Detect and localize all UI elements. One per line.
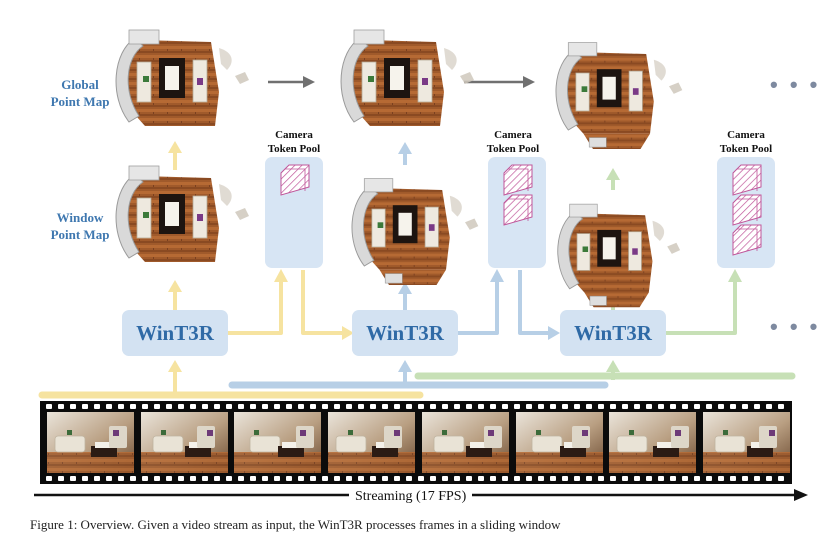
camera-token-icon <box>732 194 762 226</box>
figure-caption: Figure 1: Overview. Given a video stream… <box>30 517 561 533</box>
ellipsis-global: • • • <box>770 72 820 98</box>
wint3r-model-2: WinT3R <box>352 310 458 356</box>
model-label: WinT3R <box>136 320 214 345</box>
film-frame-icon <box>234 412 321 473</box>
arrow-icon <box>548 326 560 340</box>
model-label: WinT3R <box>366 320 444 345</box>
film-frame-icon <box>422 412 509 473</box>
arrow-icon <box>398 142 412 154</box>
film-frame-icon <box>47 412 134 473</box>
global-point-map-2 <box>340 29 474 126</box>
camera-token-icon <box>732 164 762 196</box>
connector-blue <box>403 152 549 388</box>
streaming-text: Streaming (17 FPS) <box>355 489 467 504</box>
camera-token-icon <box>503 164 533 196</box>
wint3r-model-1: WinT3R <box>122 310 228 356</box>
model-label: WinT3R <box>574 320 652 345</box>
film-frame-icon <box>328 412 415 473</box>
wint3r-model-3: WinT3R <box>560 310 666 356</box>
window-point-map-label: Window Point Map <box>30 209 130 243</box>
camera-token-pool-label-3: Camera Token Pool <box>701 128 791 156</box>
arrow-icon <box>398 282 412 294</box>
arrow-icon <box>728 269 742 282</box>
camera-token-pool-label-1: Camera Token Pool <box>249 128 339 156</box>
film-frame-icon <box>516 412 603 473</box>
window-point-map-1 <box>115 165 249 262</box>
camera-token-pool-label-2: Camera Token Pool <box>468 128 558 156</box>
film-strip <box>40 401 792 484</box>
arrow-icon <box>274 269 288 282</box>
arrow-icon <box>794 489 808 501</box>
camera-token-pool-text: Camera Token Pool <box>486 129 540 155</box>
camera-token-icon <box>503 194 533 226</box>
ellipsis-text: • • • <box>770 314 821 339</box>
film-frame-icon <box>141 412 228 473</box>
global-point-map-1 <box>115 29 249 126</box>
arrow-icon <box>168 360 182 372</box>
camera-token-icon <box>732 224 762 256</box>
global-point-map-label: Global Point Map <box>30 76 130 110</box>
camera-token-pool-text: Camera Token Pool <box>267 129 321 155</box>
arrow-icon <box>606 168 620 180</box>
window-point-map-3 <box>557 203 681 308</box>
arrow-icon <box>168 280 182 292</box>
global-point-map-3 <box>555 42 683 149</box>
caption-text: Figure 1: Overview. Given a video stream… <box>30 517 561 532</box>
connector-yellow <box>173 152 343 398</box>
streaming-label: Streaming (17 FPS) <box>349 489 473 505</box>
camera-token-pool-1 <box>265 157 323 268</box>
film-frame-icon <box>609 412 696 473</box>
camera-token-pool-3 <box>717 157 775 268</box>
ellipsis-text: • • • <box>770 72 821 97</box>
window-point-map-2 <box>351 178 479 285</box>
global-point-map-text: Global Point Map <box>50 77 110 109</box>
global-map-transitions <box>268 76 535 88</box>
arrow-icon <box>606 360 620 372</box>
window-point-map-text: Window Point Map <box>50 210 110 242</box>
ellipsis-model: • • • <box>770 314 820 340</box>
arrow-icon <box>342 326 354 340</box>
film-frame-icon <box>703 412 790 473</box>
arrow-icon <box>168 141 182 153</box>
arrow-icon <box>398 360 412 372</box>
camera-token-pool-2 <box>488 157 546 268</box>
camera-token-icon <box>280 164 310 196</box>
arrow-icon <box>490 269 504 282</box>
camera-token-pool-text: Camera Token Pool <box>719 129 773 155</box>
